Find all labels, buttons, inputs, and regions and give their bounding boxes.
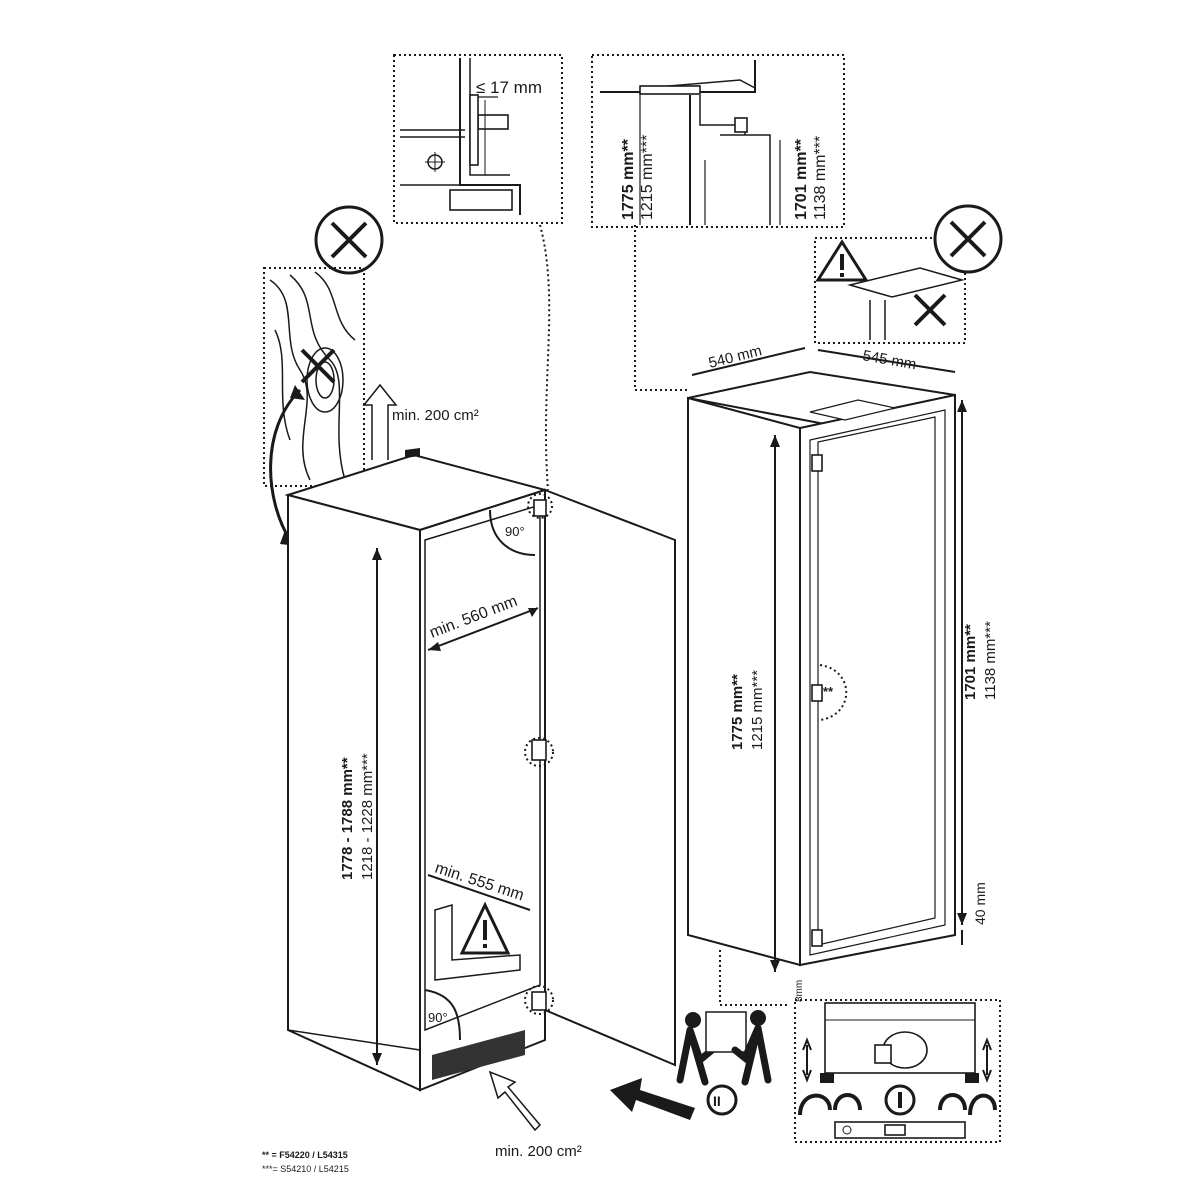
warning-detail-panel [814,237,966,344]
angle-bottom: 90° [428,1010,448,1025]
warning-icon [815,239,869,282]
detail-height-primary: 1775 mm** [620,138,637,220]
spirit-level-icon [834,1121,966,1139]
appliance-depth: 545 mm [861,347,917,373]
appliance-width: 540 mm [707,342,764,372]
door-height-primary: 1701 mm** [962,624,979,700]
wood-grain-icon [263,267,365,487]
appliance-height-secondary: 1215 mm*** [749,670,766,750]
hinge-detail-panel: ≤ 17 mm [393,54,563,224]
door-height-secondary: 1138 mm*** [982,621,999,700]
appliance: ** [687,370,956,967]
detail-door-primary: 1701 mm** [793,138,810,220]
detail-height-secondary: 1215 mm*** [639,135,656,220]
angle-top: 90° [505,524,525,539]
two-person-lift-icon [676,1010,772,1086]
vent-arrow-top: min. 200 cm² [362,383,479,460]
footnote-double-star: ** = F54220 / L54315 [262,1150,348,1160]
bottom-gap: 8mm [794,980,805,1002]
feet-detail-panel [794,999,1001,1143]
detail-door-secondary: 1138 mm*** [812,136,829,220]
niche-height-secondary: 1218 - 1228 mm*** [359,753,376,880]
hinge-clearance-label: ≤ 17 mm [476,78,542,97]
warning-icon [459,901,511,955]
niche-height-primary: 1778 - 1788 mm** [339,757,356,880]
appliance-height-primary: 1775 mm** [729,674,746,750]
vent-bottom-label: min. 200 cm² [495,1143,582,1160]
prohibited-icon [933,204,1003,274]
vent-top-label: min. 200 cm² [392,407,479,424]
hinge-marker: ** [823,684,834,699]
plinth-gap: 40 mm [972,882,988,925]
height-detail-panel: 1775 mm** 1215 mm*** 1701 mm** 1138 mm**… [591,54,845,228]
step-number: II [713,1093,721,1109]
footnote-triple-star: ***= S54210 / L54215 [262,1164,349,1174]
prohibited-icon [314,205,384,275]
